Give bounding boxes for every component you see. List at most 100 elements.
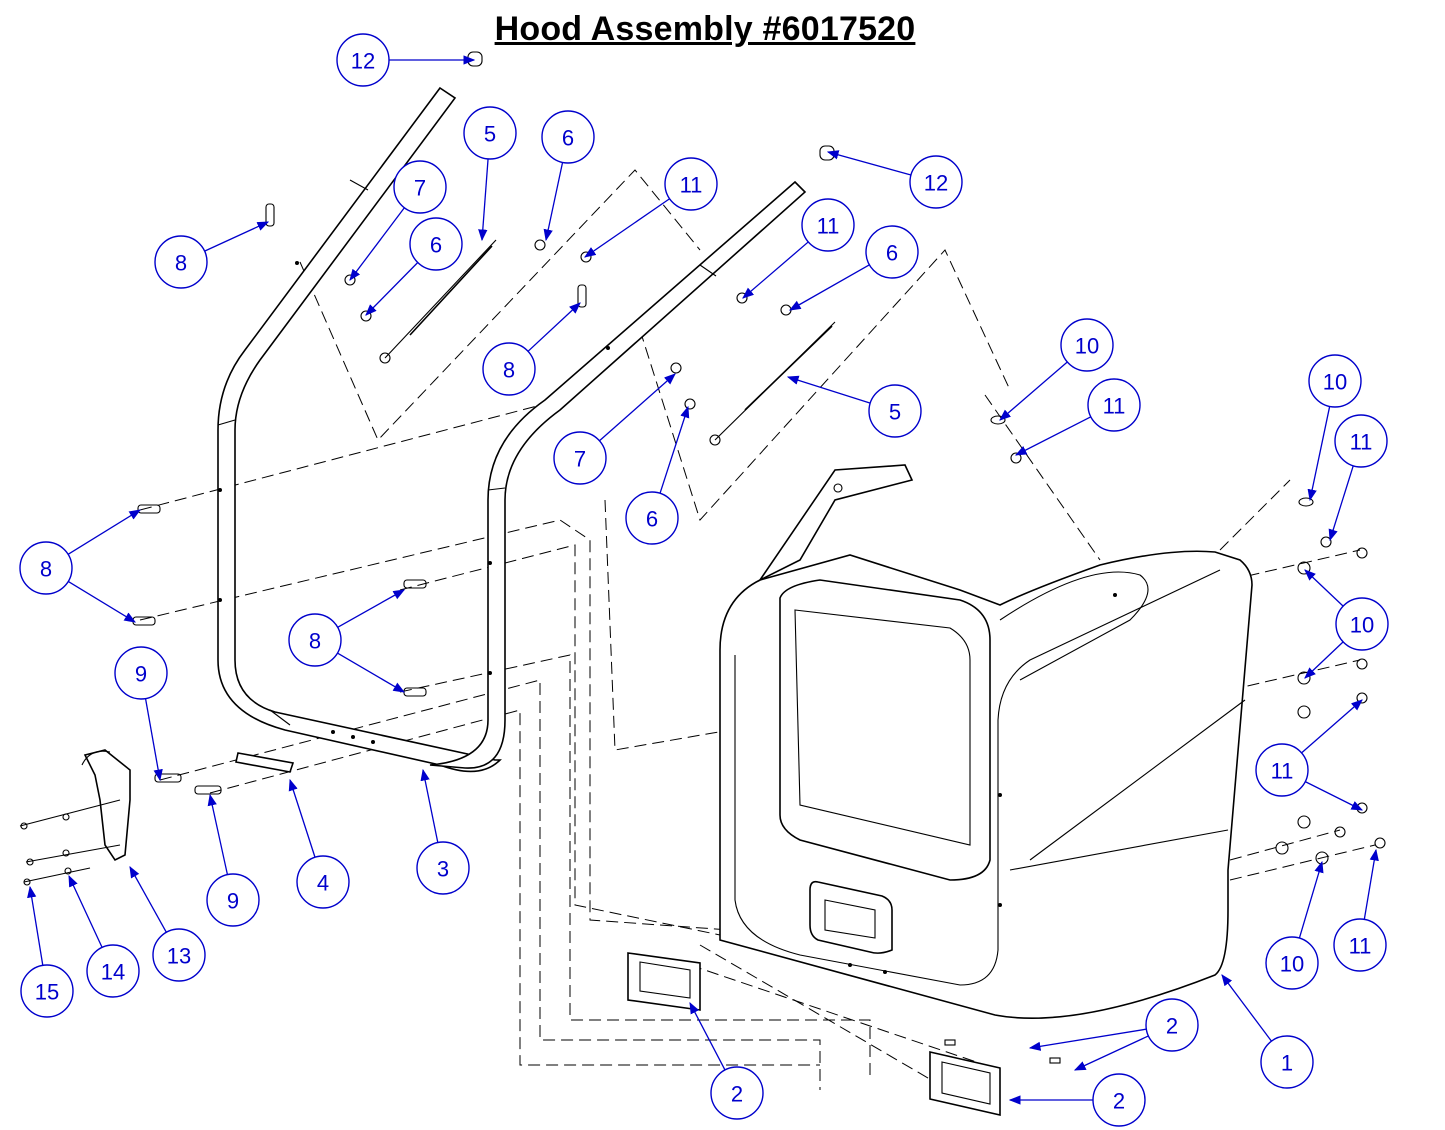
right-tube-frame [331, 180, 807, 769]
callout-label: 5 [484, 122, 496, 147]
callout-balloon-8 [288, 613, 342, 667]
callout-label: 11 [817, 214, 840, 239]
callout-leader-5 [478, 158, 489, 242]
callout-label: 8 [175, 251, 187, 276]
callout-leader-11 [584, 198, 670, 258]
callout-label: 2 [1113, 1089, 1125, 1114]
callout-leader-11 [1304, 781, 1364, 811]
callout-leader-8 [527, 302, 581, 352]
callout-label: 5 [889, 400, 901, 425]
callout-leader-2 [1073, 1035, 1149, 1071]
callout-balloon-6 [541, 110, 595, 164]
callout-label: 12 [351, 49, 375, 74]
callout-balloon-4 [296, 855, 350, 909]
hood-body [719, 464, 1253, 1019]
callout-label: 11 [1271, 759, 1294, 784]
callout-balloon-11 [801, 198, 855, 252]
callout-leader-7 [599, 373, 676, 442]
callout-balloon-5 [868, 384, 922, 438]
callout-label: 2 [1166, 1014, 1178, 1039]
callout-leader-10 [1307, 406, 1331, 502]
callout-leader-10 [1304, 569, 1344, 607]
callout-leader-15 [27, 885, 44, 966]
callout-label: 10 [1280, 952, 1304, 977]
callout-label: 9 [135, 662, 147, 687]
callout-leader-1 [1221, 974, 1272, 1042]
callout-label: 6 [430, 233, 442, 258]
callout-balloon-9 [114, 646, 168, 700]
callout-balloon-5 [463, 106, 517, 160]
callout-label: 11 [1103, 394, 1126, 419]
callout-leader-7 [349, 207, 405, 281]
callout-balloon-2 [710, 1066, 764, 1120]
left-tube-frame [217, 86, 502, 773]
callout-balloon-10 [1265, 936, 1319, 990]
callout-label: 6 [562, 126, 574, 151]
callout-leader-8 [337, 652, 406, 693]
callout-label: 6 [646, 507, 658, 532]
callout-balloon-8 [482, 342, 536, 396]
callout-balloon-8 [154, 235, 208, 289]
callout-balloon-11 [1087, 378, 1141, 432]
callout-label: 11 [680, 173, 703, 198]
callout-balloon-2 [1145, 998, 1199, 1052]
callout-balloon-8 [19, 541, 73, 595]
callout-balloon-6 [409, 217, 463, 271]
callout-label: 10 [1075, 334, 1099, 359]
callout-leader-10 [999, 361, 1068, 421]
callout-balloon-10 [1060, 318, 1114, 372]
latch-assembly [81, 749, 131, 862]
callout-label: 7 [574, 447, 586, 472]
callout-leader-11 [742, 241, 809, 299]
diagram-title: Hood Assembly #6017520 [494, 10, 916, 48]
callout-balloon-11 [664, 157, 718, 211]
callout-label: 15 [35, 980, 59, 1005]
callout-balloon-3 [416, 841, 470, 895]
callout-balloon-11 [1334, 414, 1388, 468]
callout-leader-13 [129, 865, 167, 933]
callout-leader-6 [659, 405, 690, 494]
callout-leader-11 [1328, 465, 1354, 542]
callout-label: 7 [414, 176, 426, 201]
callout-balloon-15 [20, 964, 74, 1018]
bracket-plate [235, 752, 295, 773]
callout-leader-2 [689, 1001, 726, 1071]
callout-balloon-7 [393, 160, 447, 214]
callout-balloon-6 [625, 491, 679, 545]
callout-balloon-12 [336, 33, 390, 87]
callout-label: 1 [1281, 1051, 1293, 1076]
callout-label: 10 [1323, 370, 1347, 395]
callout-leader-6 [788, 264, 870, 311]
gas-strut-left [379, 239, 497, 364]
callout-label: 11 [1350, 430, 1373, 455]
callout-leader-11 [1363, 848, 1379, 920]
callout-leader-6 [365, 262, 419, 316]
callout-leader-10 [1304, 641, 1344, 679]
callout-leader-8 [337, 589, 406, 628]
callout-balloon-11 [1333, 918, 1387, 972]
callout-leader-14 [68, 874, 103, 948]
callout-leader-4 [288, 778, 316, 858]
callout-balloon-11 [1255, 743, 1309, 797]
callout-leader-11 [1301, 699, 1363, 754]
callout-label: 3 [437, 857, 449, 882]
callout-balloon-14 [86, 944, 140, 998]
callout-label: 8 [40, 557, 52, 582]
callout-leader-5 [786, 375, 871, 404]
callout-leader-3 [420, 768, 439, 843]
callout-balloon-9 [206, 873, 260, 927]
callout-leader-12 [826, 150, 912, 176]
callout-label: 2 [731, 1082, 743, 1107]
callout-leader-11 [1014, 416, 1092, 456]
callout-label: 12 [924, 171, 948, 196]
callout-leader-8 [67, 509, 141, 555]
callout-balloon-12 [909, 155, 963, 209]
handle-right [929, 1050, 1001, 1117]
handle-left [627, 952, 701, 1011]
callout-leader-2 [1028, 1028, 1147, 1051]
callout-leader-8 [67, 580, 137, 623]
callout-label: 8 [503, 358, 515, 383]
callout-label: 11 [1349, 934, 1372, 959]
callout-balloon-1 [1260, 1035, 1314, 1089]
